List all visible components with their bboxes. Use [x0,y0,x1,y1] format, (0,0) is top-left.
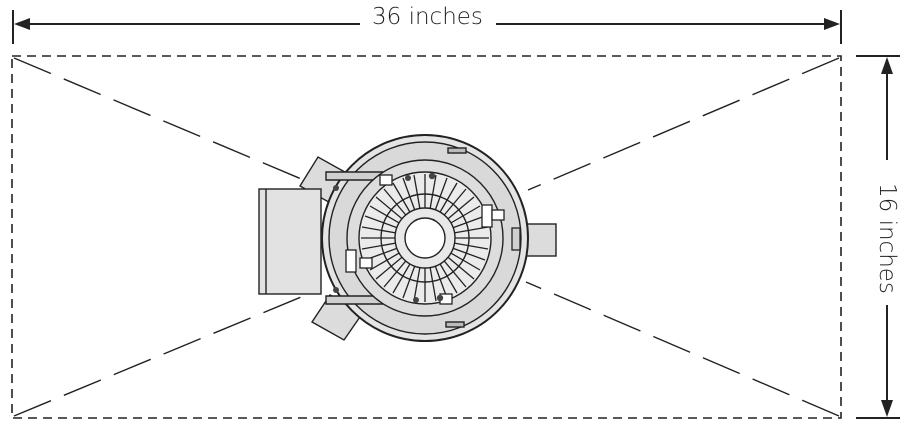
spring-clips [345,174,521,305]
height-arrow-top [881,57,893,74]
center-hub [404,217,446,259]
clearance-rectangle [11,55,842,419]
width-arrow-right [824,18,840,30]
ring-bracket-top [447,147,467,154]
height-dimension [856,55,900,419]
width-dimension [12,10,842,44]
height-label: 16 inches [874,176,900,300]
width-label: 36 inches [366,4,489,30]
height-arrow-bottom [881,400,893,417]
clearance-diagonals [13,57,840,417]
mounting-pins [333,172,444,303]
ring-bracket-bottom [445,321,465,328]
width-arrow-left [14,18,30,30]
fixture-top-view [258,134,557,342]
junction-box [258,188,322,295]
